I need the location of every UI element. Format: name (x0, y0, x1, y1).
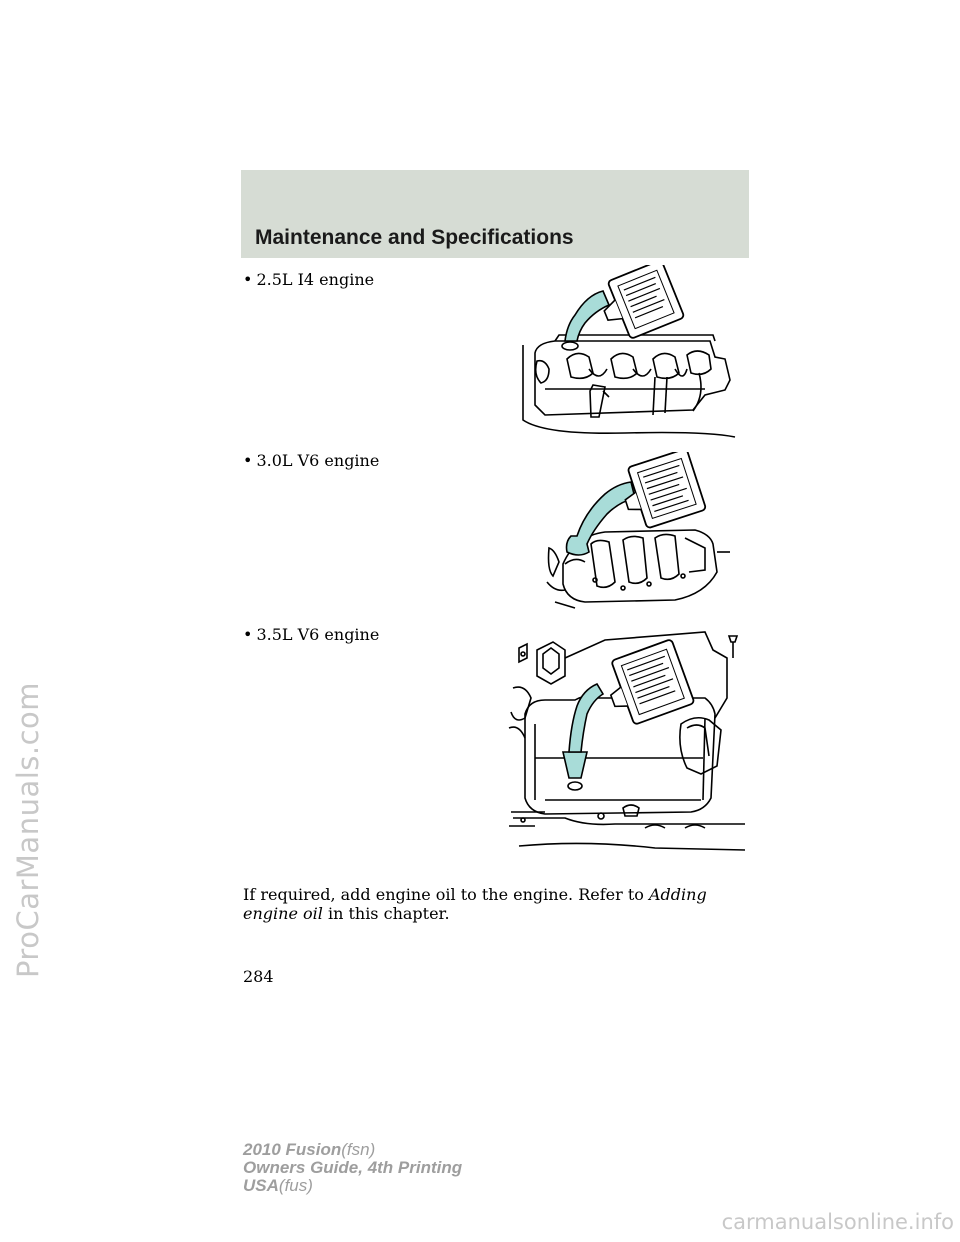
bullet-3-0l-engine: •3.0L V6 engine (243, 451, 379, 470)
page-number: 284 (243, 967, 274, 986)
section-header: Maintenance and Specifications (241, 170, 749, 258)
instruction-paragraph: If required, add engine oil to the engin… (243, 885, 743, 923)
footer-line-2: Owners Guide, 4th Printing (243, 1159, 462, 1177)
bottom-watermark: carmanualsonline.info (721, 1210, 954, 1234)
footer-model: 2010 Fusion (243, 1140, 342, 1159)
footer-model-code: (fsn) (341, 1140, 376, 1159)
bullet-dot: • (243, 625, 253, 644)
bullet-3-5l-engine: •3.5L V6 engine (243, 625, 379, 644)
footer-edition: Owners Guide, 4th Printing (243, 1158, 463, 1177)
footer-market: USA (243, 1176, 279, 1195)
bullet-2-5l-engine: •2.5L I4 engine (243, 270, 374, 289)
bullet-text: 3.5L V6 engine (256, 625, 380, 644)
footer-line-3: USA(fus) (243, 1177, 462, 1195)
engine-3-5l-illustration (508, 631, 746, 851)
bullet-text: 2.5L I4 engine (256, 270, 375, 289)
paragraph-text-before: If required, add engine oil to the engin… (243, 885, 649, 904)
side-watermark: ProCarManuals.com (4, 480, 52, 1180)
paragraph-text-after: in this chapter. (322, 904, 450, 923)
cross-reference-adding-engine-oil: Adding engine oil (243, 885, 707, 923)
footer-line-1: 2010 Fusion(fsn) (243, 1141, 462, 1159)
engine-3-0l-illustration (546, 452, 730, 609)
section-title: Maintenance and Specifications (255, 226, 574, 249)
side-watermark-text: ProCarManuals.com (11, 681, 45, 979)
document-footer: 2010 Fusion(fsn) Owners Guide, 4th Print… (243, 1141, 462, 1195)
bullet-dot: • (243, 270, 253, 289)
engine-2-5l-illustration (522, 265, 736, 438)
footer-market-code: (fus) (278, 1176, 313, 1195)
bullet-text: 3.0L V6 engine (256, 451, 380, 470)
bullet-dot: • (243, 451, 253, 470)
